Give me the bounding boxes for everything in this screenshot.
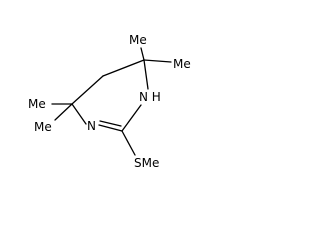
- bond-n4-c2-double-outer: [98, 124, 123, 132]
- bond-c2-s: [121, 130, 136, 156]
- bond-n1-c8: [143, 59, 149, 90]
- bond-c5-n4: [71, 103, 87, 125]
- chemical-structure-diagram: N H N SMe Me Me Me Me: [28, 33, 191, 170]
- bond-c8-methyl-upper: [140, 47, 145, 61]
- bond-c8-methyl-right: [143, 59, 172, 63]
- bond-c7-c6: [102, 59, 145, 77]
- bond-c5-methyl-lower: [54, 103, 73, 121]
- bond-c2-n1: [121, 104, 142, 132]
- methyl-c8-upper-label: Me: [129, 33, 147, 47]
- bond-c6-c5: [71, 75, 104, 105]
- sme-group-label: SMe: [134, 156, 159, 170]
- methyl-c5-upper-label: Me: [28, 97, 46, 111]
- methyl-c8-right-label: Me: [173, 57, 191, 71]
- methyl-c5-lower-label: Me: [34, 120, 52, 134]
- nh-atom-label: N H: [139, 90, 161, 104]
- bond-n4-c2-double-inner: [99, 120, 122, 127]
- n-atom-label: N: [87, 119, 96, 133]
